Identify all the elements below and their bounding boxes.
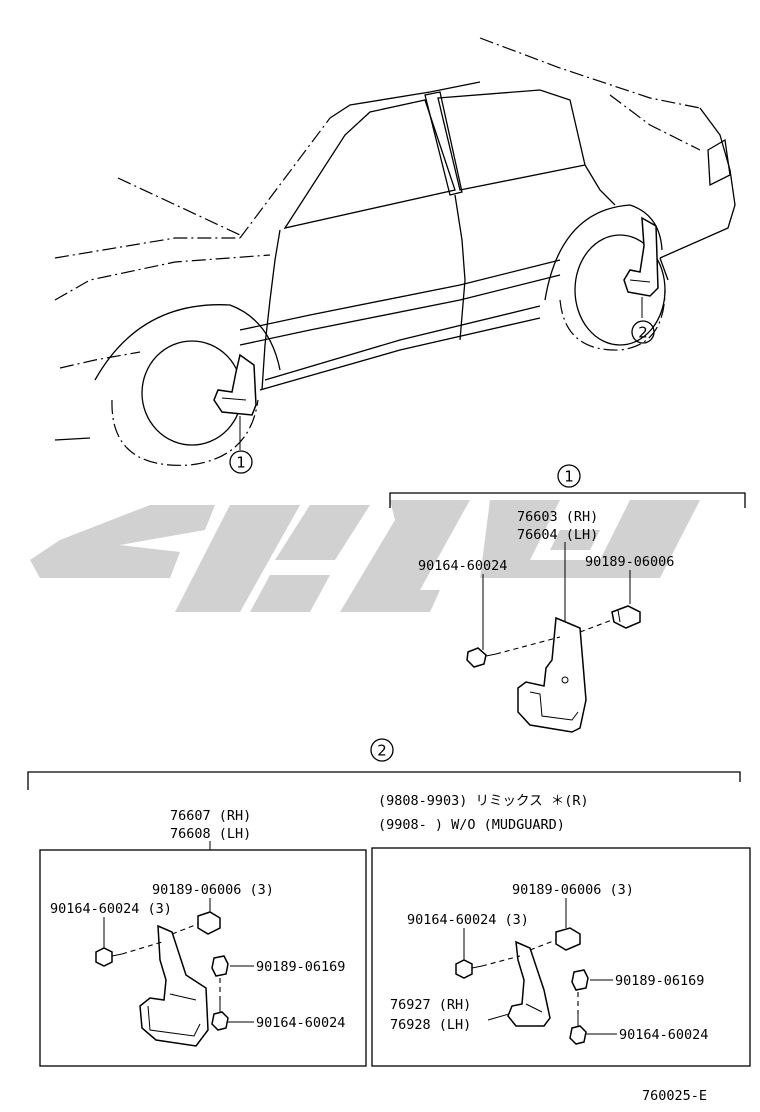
callout-number: 2 [638, 324, 648, 342]
label-screw-90164-60024: 90164-60024 [418, 558, 507, 574]
label-clip-90189-06006: 90189-06006 [585, 554, 674, 570]
mudguard-small-part-right [507, 940, 551, 1027]
car-illustration [54, 37, 736, 466]
left-variant-box [39, 849, 367, 1067]
screw-part-left-bottom [211, 1000, 229, 1031]
label-screw-90164-60024-3: 90164-60024 (3) [50, 901, 172, 917]
mudguard-rear-part-left [139, 924, 209, 1047]
label-mudguard-rh-76927: 76927 (RH) [390, 997, 471, 1013]
label-mudguard-lh-76604: 76604 (LH) [517, 527, 598, 543]
mudguard-front-part [517, 616, 587, 733]
clip-part-left-top [197, 911, 221, 935]
label-clip-90189-06006-3-right: 90189-06006 (3) [512, 882, 634, 898]
watermark-logo [30, 500, 700, 612]
clip-part-right-right [571, 969, 589, 991]
note-line-2: (9908- ) W/O (MUDGUARD) [378, 817, 565, 833]
figure-id: 760025-E [642, 1088, 707, 1104]
clip-part-left-right [211, 955, 229, 977]
note-line-1: (9808-9903) リミックス ＊(R) [378, 793, 589, 809]
label-mudguard-rh-76603: 76603 (RH) [517, 509, 598, 525]
callout-number: 1 [236, 454, 246, 472]
callout-1-car: 1 [229, 450, 253, 474]
label-clip-90189-06169: 90189-06169 [256, 959, 345, 975]
label-screw-90164-60024: 90164-60024 [256, 1015, 345, 1031]
screw-part [466, 647, 497, 668]
right-variant-box [371, 847, 751, 1067]
callout-number: 2 [377, 742, 387, 760]
label-clip-90189-06006-3: 90189-06006 (3) [152, 882, 274, 898]
callout-2-car: 2 [631, 320, 655, 344]
screw-part-left [95, 947, 123, 967]
callout-number: 1 [564, 468, 574, 486]
screw-part-right [455, 959, 483, 979]
label-mudguard-rh-76607: 76607 (RH) [170, 808, 251, 824]
label-mudguard-lh-76608: 76608 (LH) [170, 826, 251, 842]
clip-part-right-top [555, 927, 581, 951]
group-1-bracket: 1 [389, 464, 746, 508]
group-2-bracket: 2 [27, 738, 741, 790]
clip-part [611, 605, 641, 629]
screw-part-right-bottom [569, 1014, 587, 1045]
label-clip-90189-06169-right: 90189-06169 [615, 973, 704, 989]
label-mudguard-lh-76928: 76928 (LH) [390, 1017, 471, 1033]
label-screw-90164-60024-3-right: 90164-60024 (3) [407, 912, 529, 928]
label-screw-90164-60024-right: 90164-60024 [619, 1027, 708, 1043]
